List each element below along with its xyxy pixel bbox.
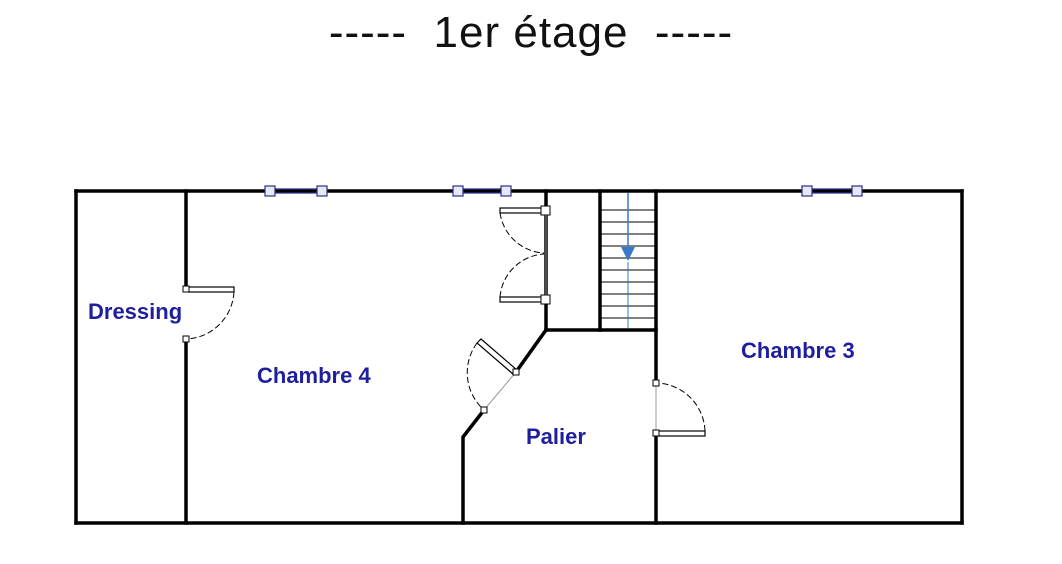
wall-palier-angled-bottom <box>461 407 487 525</box>
interior-walls <box>184 189 658 525</box>
stair-arrow-icon <box>621 193 635 328</box>
room-label-palier: Palier <box>526 424 586 449</box>
wall-palier-angled-top <box>513 327 549 375</box>
window-chambre4-left <box>264 185 328 197</box>
door-closet-lower <box>499 253 551 305</box>
doors <box>182 205 706 437</box>
window-chambre3 <box>801 185 863 197</box>
door-chambre3 <box>652 379 706 437</box>
door-closet-upper <box>499 205 551 254</box>
page-title: ----- 1er étage ----- <box>328 8 734 57</box>
room-label-dressing: Dressing <box>88 299 182 324</box>
door-dressing <box>182 285 235 343</box>
room-label-chambre3: Chambre 3 <box>741 338 855 363</box>
exterior-walls <box>74 189 964 525</box>
windows <box>264 185 863 197</box>
window-chambre4-right <box>452 185 512 197</box>
door-chambre4 <box>466 338 520 414</box>
room-label-chambre4: Chambre 4 <box>257 363 371 388</box>
